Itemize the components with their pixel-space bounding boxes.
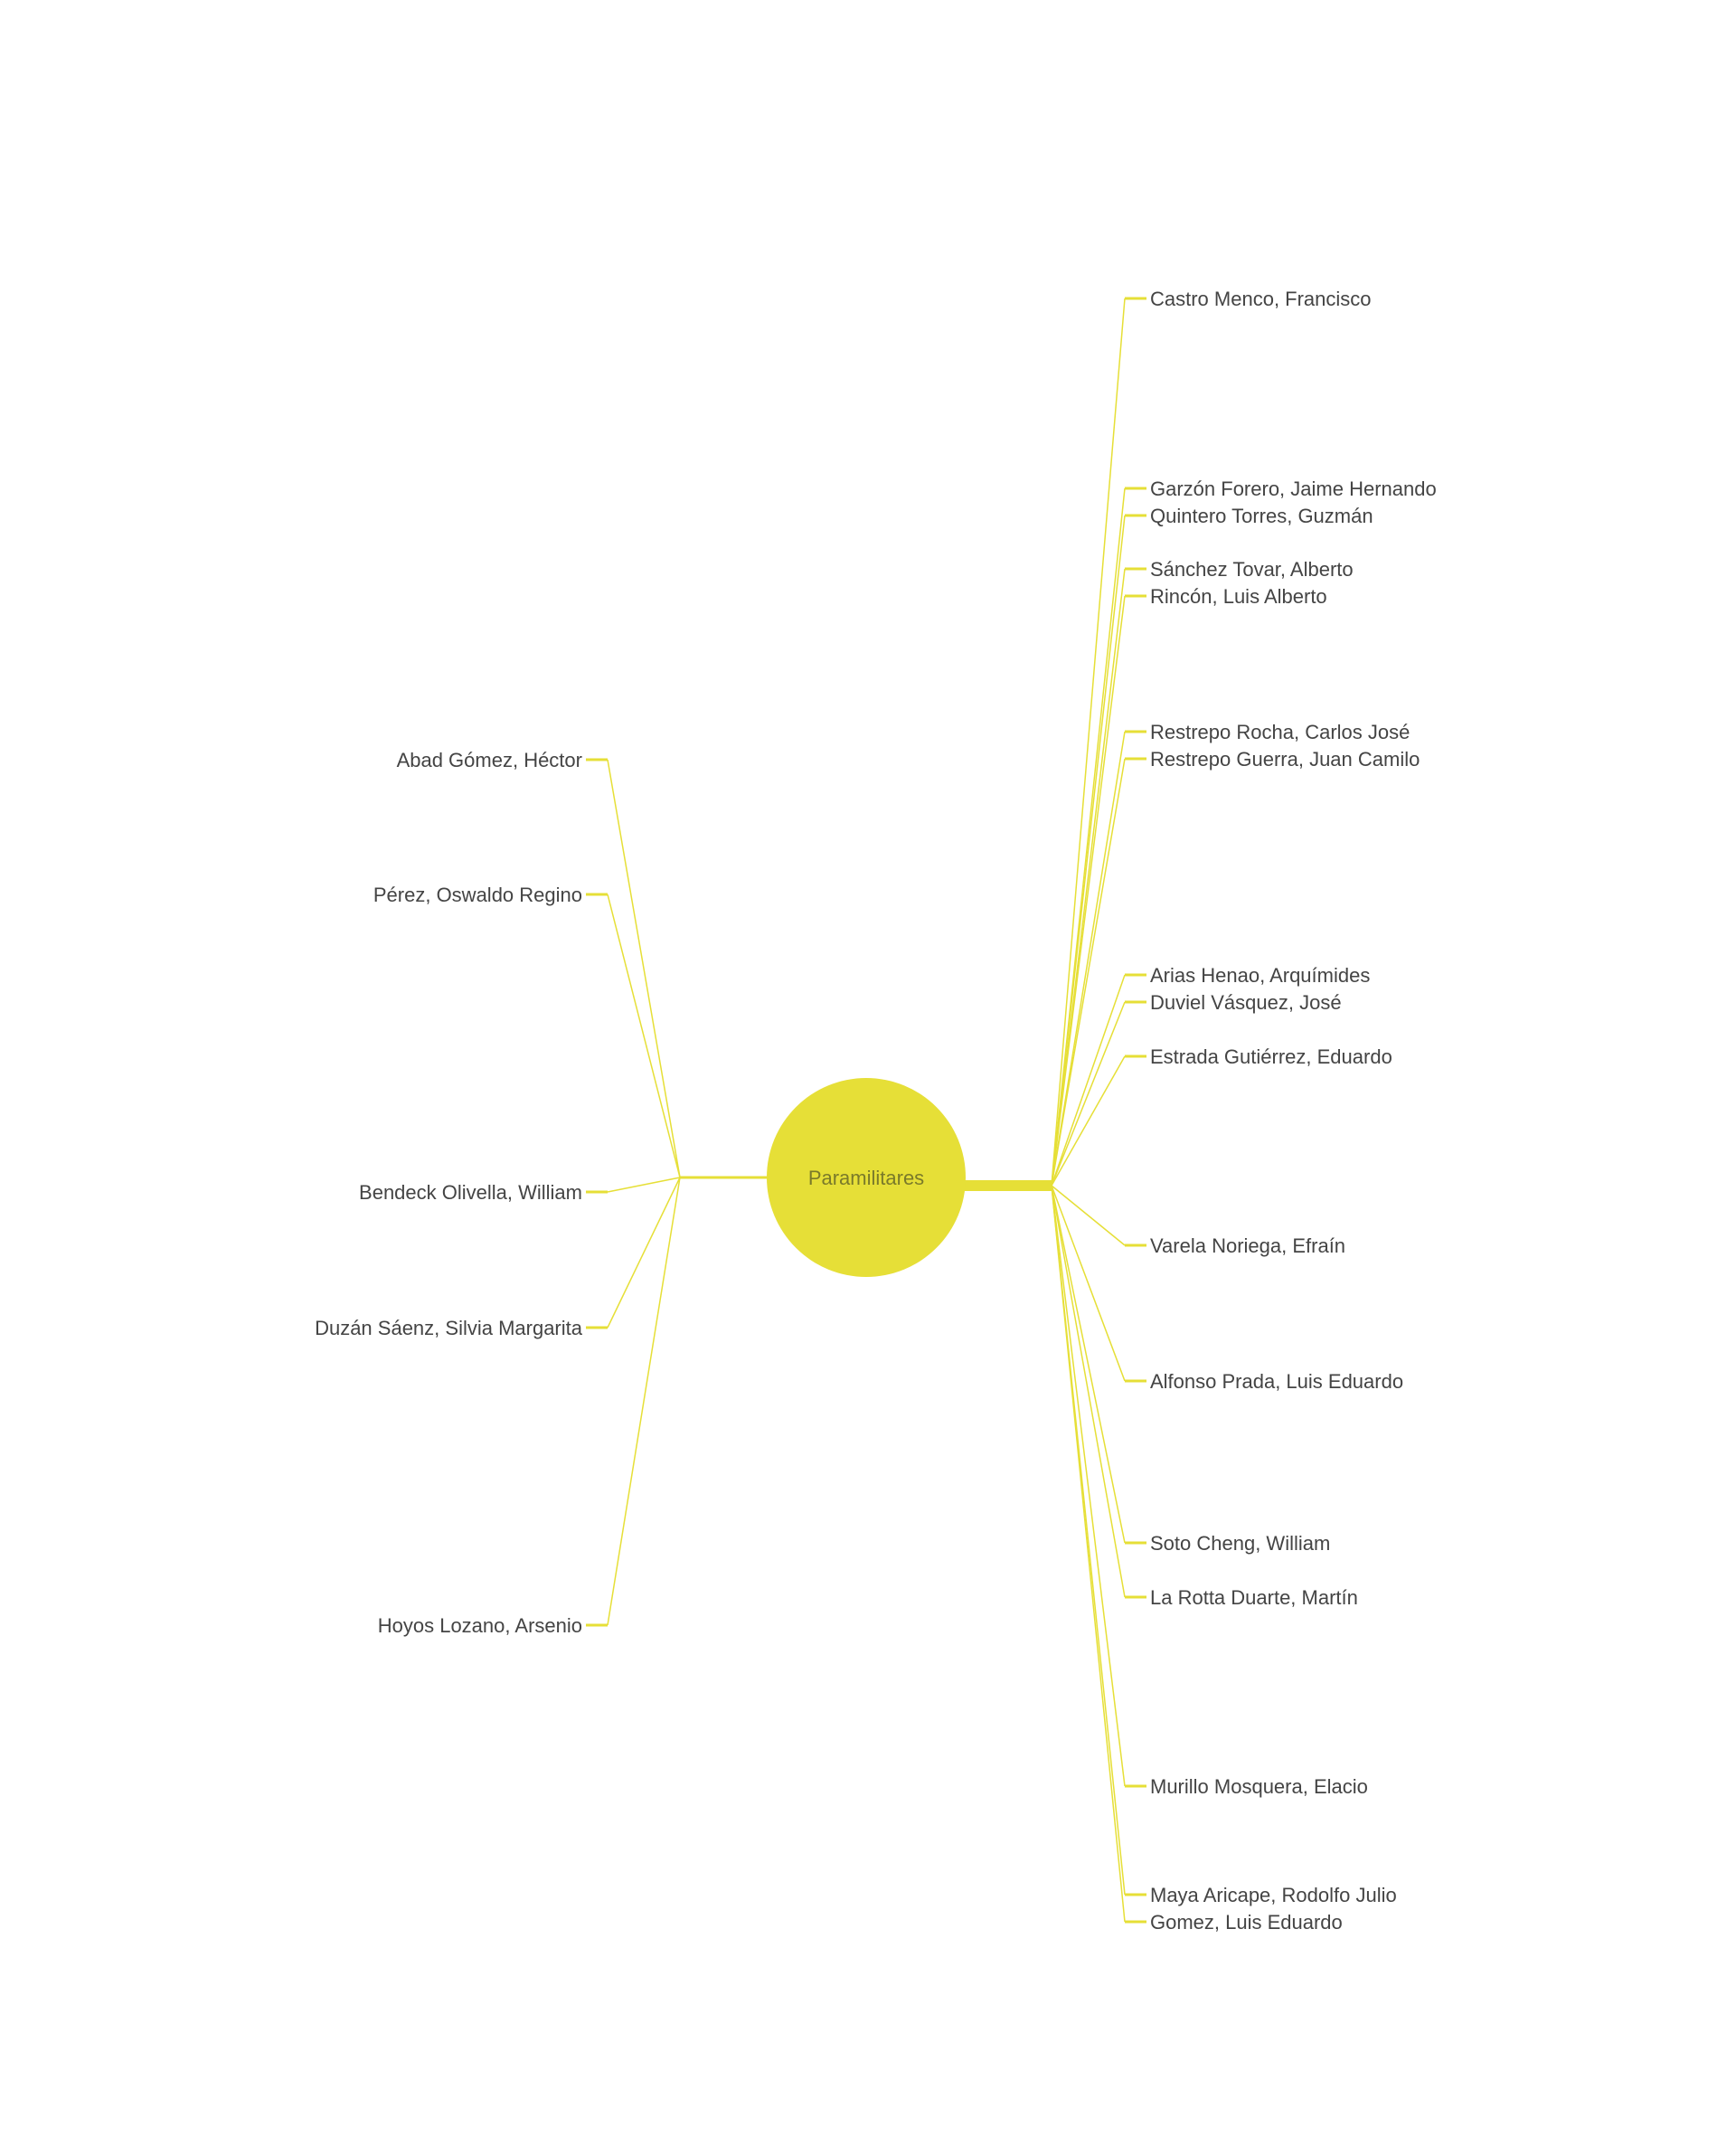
left-branch-line bbox=[607, 894, 681, 1178]
left-branch-line bbox=[607, 1177, 681, 1193]
right-node-label[interactable]: Soto Cheng, William bbox=[1150, 1532, 1330, 1555]
right-node-label[interactable]: Estrada Gutiérrez, Eduardo bbox=[1150, 1045, 1392, 1068]
right-node-label[interactable]: Quintero Torres, Guzmán bbox=[1150, 505, 1373, 527]
right-branch-line bbox=[1051, 1055, 1126, 1187]
left-node-label[interactable]: Hoyos Lozano, Arsenio bbox=[378, 1614, 582, 1637]
right-branch-line bbox=[1051, 595, 1126, 1187]
left-node-labels: Abad Gómez, Héctor Pérez, Oswaldo Regino… bbox=[315, 749, 583, 1637]
left-branch-line bbox=[607, 1177, 681, 1626]
right-node-label[interactable]: Rincón, Luis Alberto bbox=[1150, 585, 1327, 608]
left-branch-line bbox=[607, 1177, 681, 1329]
right-branch-line bbox=[1051, 1185, 1126, 1246]
right-node-label[interactable]: Alfonso Prada, Luis Eduardo bbox=[1150, 1370, 1403, 1393]
right-branch-line bbox=[1051, 1185, 1126, 1923]
right-node-label[interactable]: Restrepo Rocha, Carlos José bbox=[1150, 721, 1410, 743]
center-node-label: Paramilitares bbox=[808, 1167, 924, 1189]
right-node-label[interactable]: Arias Henao, Arquímides bbox=[1150, 964, 1370, 987]
right-node-label[interactable]: Garzón Forero, Jaime Hernando bbox=[1150, 478, 1437, 500]
right-branch-line bbox=[1051, 731, 1126, 1187]
right-branch-line bbox=[1051, 298, 1126, 1187]
right-branch-line bbox=[1051, 758, 1126, 1187]
left-branch-line bbox=[607, 759, 681, 1178]
right-node-label[interactable]: Duviel Vásquez, José bbox=[1150, 991, 1342, 1014]
right-node-label[interactable]: Gomez, Luis Eduardo bbox=[1150, 1911, 1343, 1934]
right-node-label[interactable]: Varela Noriega, Efraín bbox=[1150, 1234, 1345, 1257]
right-branch-line bbox=[1051, 1185, 1126, 1787]
right-node-label[interactable]: Restrepo Guerra, Juan Camilo bbox=[1150, 748, 1420, 771]
center-node[interactable] bbox=[767, 1078, 966, 1277]
right-node-label[interactable]: Murillo Mosquera, Elacio bbox=[1150, 1775, 1368, 1798]
right-branch-line bbox=[1051, 1001, 1126, 1187]
right-branch-line bbox=[1051, 1185, 1126, 1598]
left-node-label[interactable]: Duzán Sáenz, Silvia Margarita bbox=[315, 1317, 583, 1339]
right-branch-line bbox=[1051, 515, 1126, 1187]
right-node-label[interactable]: Maya Aricape, Rodolfo Julio bbox=[1150, 1884, 1397, 1906]
right-branch-line bbox=[1051, 1185, 1126, 1544]
right-node-label[interactable]: Sánchez Tovar, Alberto bbox=[1150, 558, 1354, 581]
left-node-label[interactable]: Bendeck Olivella, William bbox=[359, 1181, 582, 1204]
right-node-labels: Castro Menco, Francisco Garzón Forero, J… bbox=[1150, 288, 1437, 1934]
right-node-label[interactable]: La Rotta Duarte, Martín bbox=[1150, 1586, 1358, 1609]
connector-lines bbox=[586, 297, 1146, 1924]
left-node-label[interactable]: Pérez, Oswaldo Regino bbox=[373, 884, 582, 906]
right-branch-line bbox=[1051, 974, 1126, 1187]
right-branch-line bbox=[1051, 1185, 1126, 1382]
right-node-label[interactable]: Castro Menco, Francisco bbox=[1150, 288, 1372, 310]
left-node-label[interactable]: Abad Gómez, Héctor bbox=[397, 749, 582, 771]
